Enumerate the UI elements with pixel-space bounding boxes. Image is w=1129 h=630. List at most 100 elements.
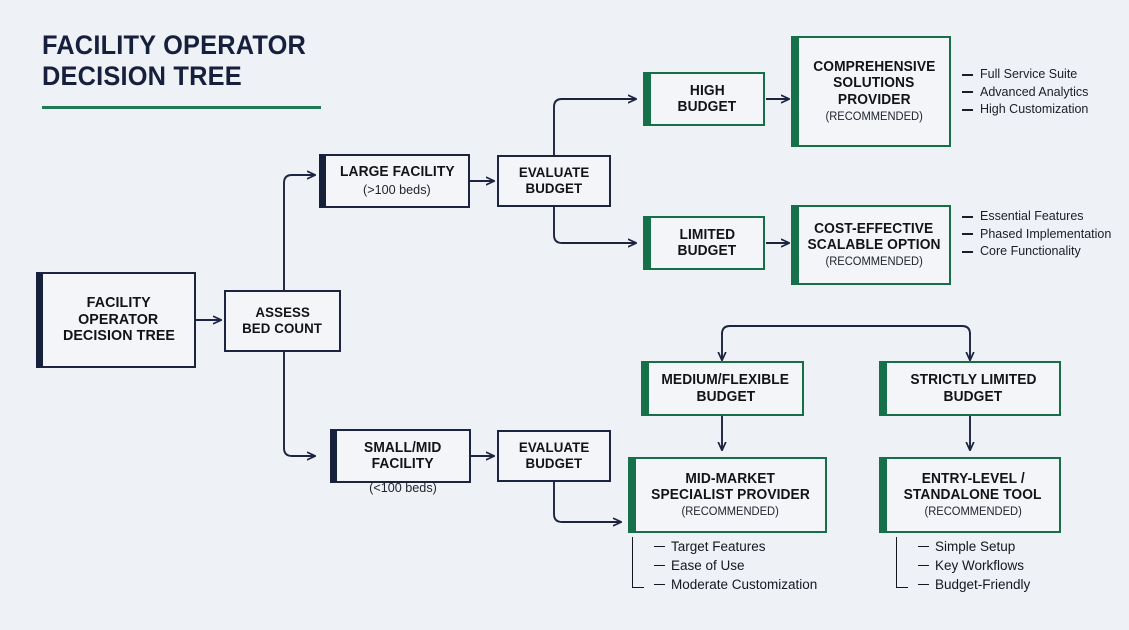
feature-list-entry-level: Simple Setup Key Workflows Budget-Friend… bbox=[896, 537, 1030, 594]
list-item: Ease of Use bbox=[654, 556, 817, 575]
dash-icon bbox=[962, 91, 973, 94]
node-entry-level-badge: (RECOMMENDED) bbox=[924, 506, 1022, 519]
node-evaluate-bottom-line-1: EVALUATE bbox=[518, 439, 590, 456]
feature-label: High Customization bbox=[980, 102, 1089, 116]
node-high-budget[interactable]: HIGH BUDGET bbox=[643, 72, 765, 126]
dash-icon bbox=[654, 545, 665, 548]
list-item: Budget-Friendly bbox=[918, 575, 1030, 594]
node-entry-level-line-1: ENTRY-LEVEL / bbox=[921, 470, 1025, 487]
node-cost-effective-scalable-option[interactable]: COST-EFFECTIVE SCALABLE OPTION (RECOMMEN… bbox=[791, 205, 951, 285]
node-mid-market-badge: (RECOMMENDED) bbox=[681, 506, 780, 519]
node-evaluate-top-line-1: EVALUATE bbox=[518, 164, 590, 181]
feature-list-mid-market: Target Features Ease of Use Moderate Cus… bbox=[632, 537, 817, 594]
node-cost-effective-line-1: COST-EFFECTIVE bbox=[814, 220, 934, 237]
feature-label: Full Service Suite bbox=[980, 67, 1078, 81]
node-root-line-3: DECISION TREE bbox=[62, 327, 175, 345]
node-root-line-2: OPERATOR bbox=[78, 310, 159, 328]
node-evaluate-budget-bottom[interactable]: EVALUATE BUDGET bbox=[497, 430, 611, 482]
wire-assess-to-large bbox=[283, 175, 315, 290]
node-evaluate-bottom-line-2: BUDGET bbox=[525, 455, 583, 471]
node-comprehensive-solutions-provider[interactable]: COMPREHENSIVE SOLUTIONS PROVIDER (RECOMM… bbox=[791, 36, 951, 147]
list-item: Full Service Suite bbox=[962, 66, 1088, 84]
feature-label: Core Functionality bbox=[980, 244, 1081, 258]
bracket-line bbox=[896, 537, 908, 588]
feature-label: Moderate Customization bbox=[671, 577, 818, 592]
node-medium-flexible-budget[interactable]: MEDIUM/FLEXIBLE BUDGET bbox=[641, 361, 804, 416]
node-small-facility-sub: (<100 beds) bbox=[369, 480, 437, 495]
node-strictly-limited-budget[interactable]: STRICTLY LIMITED BUDGET bbox=[879, 361, 1061, 416]
node-strictly-limited-line-2: BUDGET bbox=[943, 388, 1003, 405]
feature-label: Advanced Analytics bbox=[980, 84, 1089, 99]
dash-icon bbox=[918, 545, 929, 548]
dash-icon bbox=[918, 583, 929, 586]
node-limited-budget-line-2: BUDGET bbox=[677, 243, 737, 259]
dash-icon bbox=[962, 108, 973, 111]
wire-evaluate-to-mid-market bbox=[553, 482, 621, 522]
node-large-facility[interactable]: LARGE FACILITY (>100 beds) bbox=[319, 154, 470, 208]
feature-label: Ease of Use bbox=[671, 558, 745, 573]
node-medium-flexible-line-2: BUDGET bbox=[696, 388, 755, 405]
feature-label: Simple Setup bbox=[935, 539, 1016, 554]
node-strictly-limited-line-1: STRICTLY LIMITED bbox=[909, 372, 1037, 389]
node-small-facility-line-1: SMALL/MID bbox=[364, 439, 442, 456]
title-underline bbox=[42, 106, 321, 109]
node-medium-flexible-line-1: MEDIUM/FLEXIBLE bbox=[661, 372, 790, 389]
feature-list-comprehensive: Full Service Suite Advanced Analytics Hi… bbox=[962, 66, 1088, 119]
list-item: Target Features bbox=[654, 537, 817, 556]
node-root[interactable]: FACILITY OPERATOR DECISION TREE bbox=[36, 272, 196, 368]
bracket-line bbox=[632, 537, 644, 588]
node-large-facility-label: LARGE FACILITY bbox=[339, 164, 455, 181]
title-line-2: DECISION TREE bbox=[42, 61, 242, 91]
dash-icon bbox=[654, 564, 665, 567]
feature-label: Target Features bbox=[671, 539, 766, 554]
list-item: Simple Setup bbox=[918, 537, 1030, 556]
node-mid-market-specialist-provider[interactable]: MID-MARKET SPECIALIST PROVIDER (RECOMMEN… bbox=[628, 457, 827, 533]
node-comprehensive-line-1: COMPREHENSIVE bbox=[812, 59, 936, 76]
title-line-1: FACILITY OPERATOR bbox=[42, 30, 307, 60]
list-item: Phased Implementation bbox=[962, 226, 1111, 244]
dash-icon bbox=[962, 250, 973, 253]
node-small-mid-facility[interactable]: SMALL/MID FACILITY (<100 beds) bbox=[330, 429, 471, 495]
list-item: Moderate Customization bbox=[654, 575, 817, 594]
node-comprehensive-line-3: PROVIDER bbox=[837, 91, 911, 108]
feature-label: Essential Features bbox=[980, 209, 1084, 223]
list-item: Essential Features bbox=[962, 208, 1111, 226]
wire-evaluate-to-limited-budget bbox=[553, 207, 636, 243]
node-root-line-1: FACILITY bbox=[86, 293, 151, 311]
feature-label: Phased Implementation bbox=[980, 226, 1112, 241]
node-cost-effective-line-2: SCALABLE OPTION bbox=[807, 236, 941, 253]
page-title: FACILITY OPERATOR DECISION TREE bbox=[42, 30, 442, 92]
node-evaluate-budget-top[interactable]: EVALUATE BUDGET bbox=[497, 155, 611, 207]
node-mid-market-line-2: SPECIALIST PROVIDER bbox=[651, 486, 810, 503]
wire-evaluate-to-high-budget bbox=[553, 99, 636, 156]
dash-icon bbox=[962, 233, 973, 236]
node-assess-bed-count[interactable]: ASSESS BED COUNT bbox=[224, 290, 341, 352]
list-item: Advanced Analytics bbox=[962, 84, 1088, 102]
wire-budget-distribution-bus bbox=[721, 325, 971, 335]
node-assess-line-2: BED COUNT bbox=[242, 320, 323, 336]
dash-icon bbox=[962, 73, 973, 76]
node-small-facility-line-2: FACILITY bbox=[372, 456, 434, 472]
node-comprehensive-badge: (RECOMMENDED) bbox=[825, 110, 923, 123]
node-limited-budget-line-1: LIMITED bbox=[679, 226, 735, 243]
node-entry-level-line-2: STANDALONE TOOL bbox=[904, 486, 1042, 503]
node-large-facility-sub: (>100 beds) bbox=[363, 181, 431, 197]
node-comprehensive-line-2: SOLUTIONS bbox=[833, 75, 915, 92]
dash-icon bbox=[918, 564, 929, 567]
node-high-budget-line-2: BUDGET bbox=[677, 99, 737, 115]
node-entry-level-standalone-tool[interactable]: ENTRY-LEVEL / STANDALONE TOOL (RECOMMEND… bbox=[879, 457, 1061, 533]
list-item: Core Functionality bbox=[962, 243, 1111, 261]
node-limited-budget[interactable]: LIMITED BUDGET bbox=[643, 216, 765, 270]
node-cost-effective-badge: (RECOMMENDED) bbox=[825, 256, 923, 269]
dash-icon bbox=[962, 215, 973, 218]
wire-assess-to-small bbox=[283, 352, 315, 456]
node-high-budget-line-1: HIGH bbox=[689, 82, 725, 99]
node-assess-line-1: ASSESS bbox=[255, 304, 310, 321]
node-evaluate-top-line-2: BUDGET bbox=[525, 180, 583, 196]
list-item: Key Workflows bbox=[918, 556, 1030, 575]
node-mid-market-line-1: MID-MARKET bbox=[685, 470, 776, 487]
list-item: High Customization bbox=[962, 101, 1088, 119]
feature-list-cost-effective: Essential Features Phased Implementation… bbox=[962, 208, 1111, 261]
feature-label: Budget-Friendly bbox=[935, 577, 1031, 592]
